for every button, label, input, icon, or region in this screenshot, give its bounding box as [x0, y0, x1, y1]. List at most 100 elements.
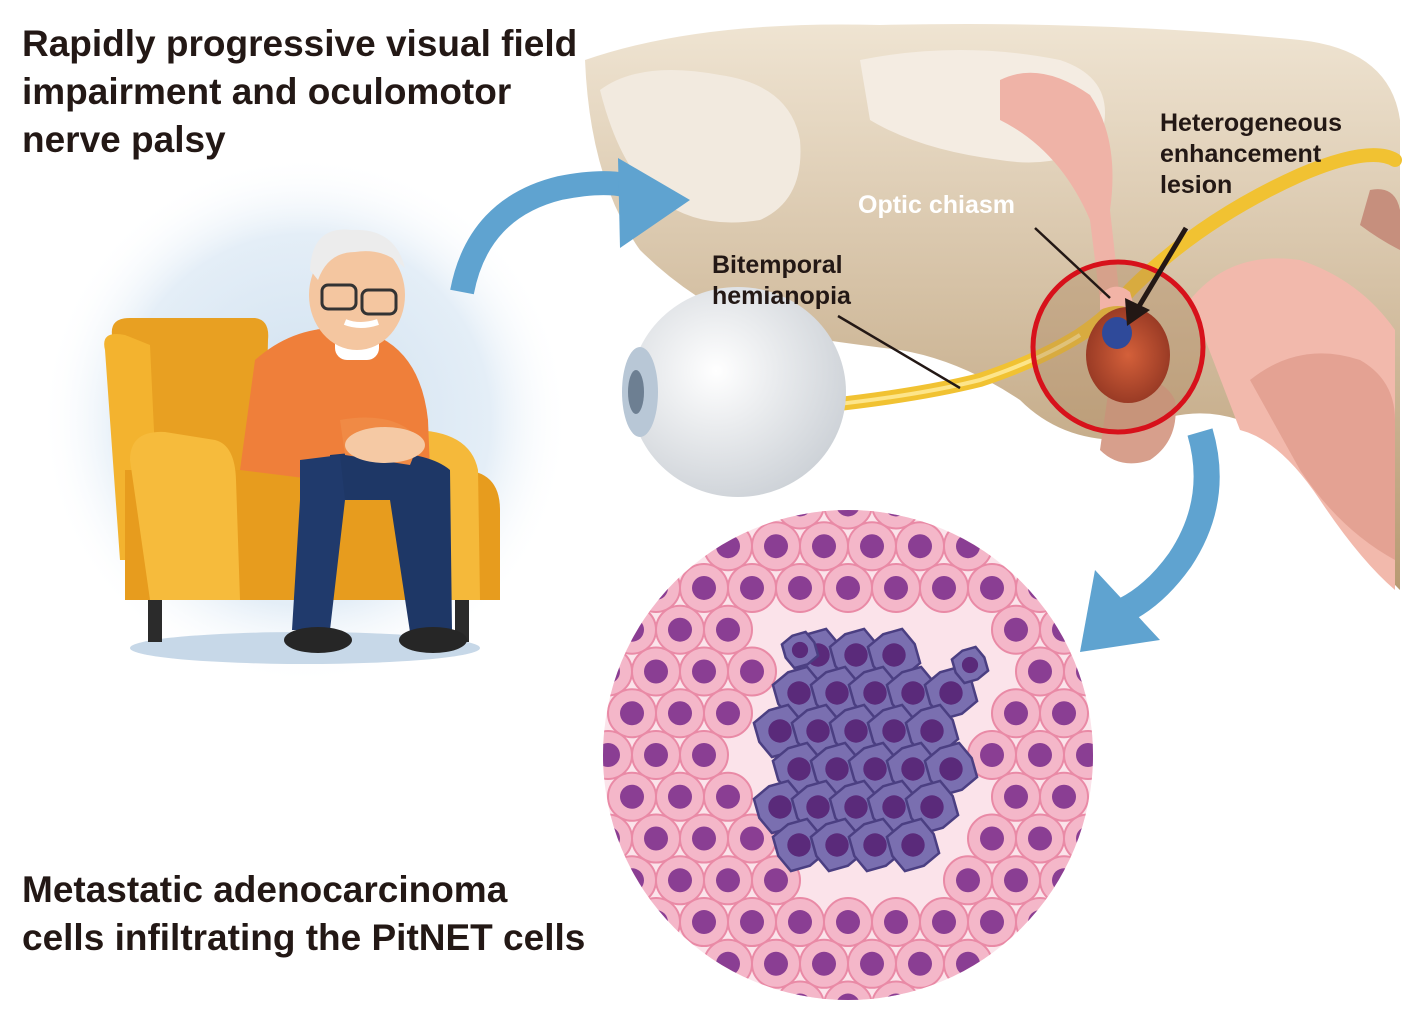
- normal-cell: [871, 897, 921, 948]
- lesion-pointer-arrow: [1135, 226, 1189, 310]
- normal-cell: [631, 562, 681, 613]
- elderly-man: [240, 229, 467, 653]
- normal-cell: [1063, 813, 1093, 864]
- normal-cell: [799, 938, 849, 989]
- normal-cell: [991, 604, 1041, 655]
- normal-cell: [919, 897, 969, 948]
- normal-cell: [727, 897, 777, 948]
- normal-cell: [991, 688, 1041, 739]
- top-heading: Rapidly progressive visual field impairm…: [22, 23, 578, 160]
- normal-cell: [703, 521, 753, 572]
- normal-cell: [631, 646, 681, 697]
- lesion-highlight: [1030, 259, 1206, 435]
- normal-cell: [943, 521, 993, 572]
- normal-cell: [1039, 688, 1089, 739]
- optic-chiasm-pointer: [1034, 227, 1111, 299]
- lesion-arrowhead: [1125, 298, 1150, 326]
- normal-cell: [727, 562, 777, 613]
- normal-cell: [799, 521, 849, 572]
- bottom-heading: Metastatic adenocarcinoma cells infiltra…: [22, 869, 586, 958]
- normal-cell: [727, 813, 777, 864]
- normal-cell: [679, 813, 729, 864]
- normal-cell: [1063, 730, 1093, 780]
- normal-cell: [1015, 562, 1065, 613]
- normal-cell: [703, 604, 753, 655]
- normal-cell: [943, 855, 993, 906]
- tumor-cell: [885, 817, 941, 873]
- normal-cell: [1015, 646, 1065, 697]
- normal-cell: [823, 510, 873, 530]
- normal-cell: [679, 730, 729, 780]
- normal-cell: [703, 771, 753, 822]
- normal-cell: [919, 562, 969, 613]
- normal-cell: [679, 897, 729, 948]
- arrow-to-cells: [1080, 428, 1220, 652]
- normal-cell: [823, 980, 873, 1000]
- normal-cell: [991, 855, 1041, 906]
- normal-cell: [727, 646, 777, 697]
- optic-chiasm-label: Optic chiasm: [858, 191, 1015, 219]
- normal-cell: [655, 855, 705, 906]
- arrow-to-brain: [450, 158, 690, 295]
- normal-cell: [703, 855, 753, 906]
- tumor-cell: [809, 817, 865, 873]
- heterogeneous-lesion-label: Heterogeneous enhancement lesion: [1160, 109, 1342, 199]
- brain-sagittal-section: [585, 24, 1400, 590]
- normal-cell: [603, 730, 633, 780]
- normal-cell: [775, 897, 825, 948]
- normal-cell: [607, 771, 657, 822]
- normal-cell: [1063, 646, 1093, 697]
- normal-cell: [679, 646, 729, 697]
- bitemporal-pointer: [837, 314, 961, 390]
- normal-cell: [775, 510, 825, 530]
- normal-cell: [847, 521, 897, 572]
- normal-cell: [871, 562, 921, 613]
- normal-cell: [1015, 897, 1065, 948]
- normal-cell: [967, 813, 1017, 864]
- normal-cell: [823, 562, 873, 613]
- eyeball: [630, 287, 846, 497]
- normal-cell: [1039, 771, 1089, 822]
- bitemporal-hemianopia-label: Bitemporal hemianopia: [712, 251, 851, 310]
- normal-cell: [967, 730, 1017, 780]
- normal-cell: [603, 813, 633, 864]
- normal-cell: [655, 688, 705, 739]
- normal-cell: [871, 510, 921, 530]
- tumor-cell: [950, 645, 990, 685]
- normal-cell: [1039, 604, 1089, 655]
- cell-magnification: [603, 510, 1093, 1000]
- normal-cell: [823, 897, 873, 948]
- normal-cell: [1015, 730, 1065, 780]
- normal-cell: [895, 521, 945, 572]
- normal-cell: [655, 771, 705, 822]
- normal-cell: [847, 938, 897, 989]
- tumor-cell: [847, 817, 903, 873]
- normal-cell: [655, 604, 705, 655]
- normal-cell: [991, 771, 1041, 822]
- normal-cell: [943, 938, 993, 989]
- normal-cell: [751, 938, 801, 989]
- tumor-cell: [771, 817, 827, 873]
- normal-cell: [607, 604, 657, 655]
- normal-cell: [967, 897, 1017, 948]
- normal-cell: [603, 646, 633, 697]
- normal-cell: [703, 938, 753, 989]
- normal-cell: [775, 562, 825, 613]
- normal-cell: [631, 730, 681, 780]
- normal-cell: [631, 813, 681, 864]
- normal-cell: [1039, 855, 1089, 906]
- patient-scene: [40, 155, 570, 685]
- lesion-core: [1102, 317, 1132, 349]
- normal-cell: [967, 562, 1017, 613]
- normal-cell: [1015, 813, 1065, 864]
- normal-pitnet-cells: [603, 510, 1093, 1000]
- normal-cell: [751, 521, 801, 572]
- glasses-icon: [320, 283, 358, 311]
- normal-cell: [703, 688, 753, 739]
- normal-cell: [679, 562, 729, 613]
- normal-cell: [607, 688, 657, 739]
- metastatic-tumor-cells: [752, 627, 990, 873]
- normal-cell: [895, 938, 945, 989]
- tumor-cell: [780, 630, 820, 670]
